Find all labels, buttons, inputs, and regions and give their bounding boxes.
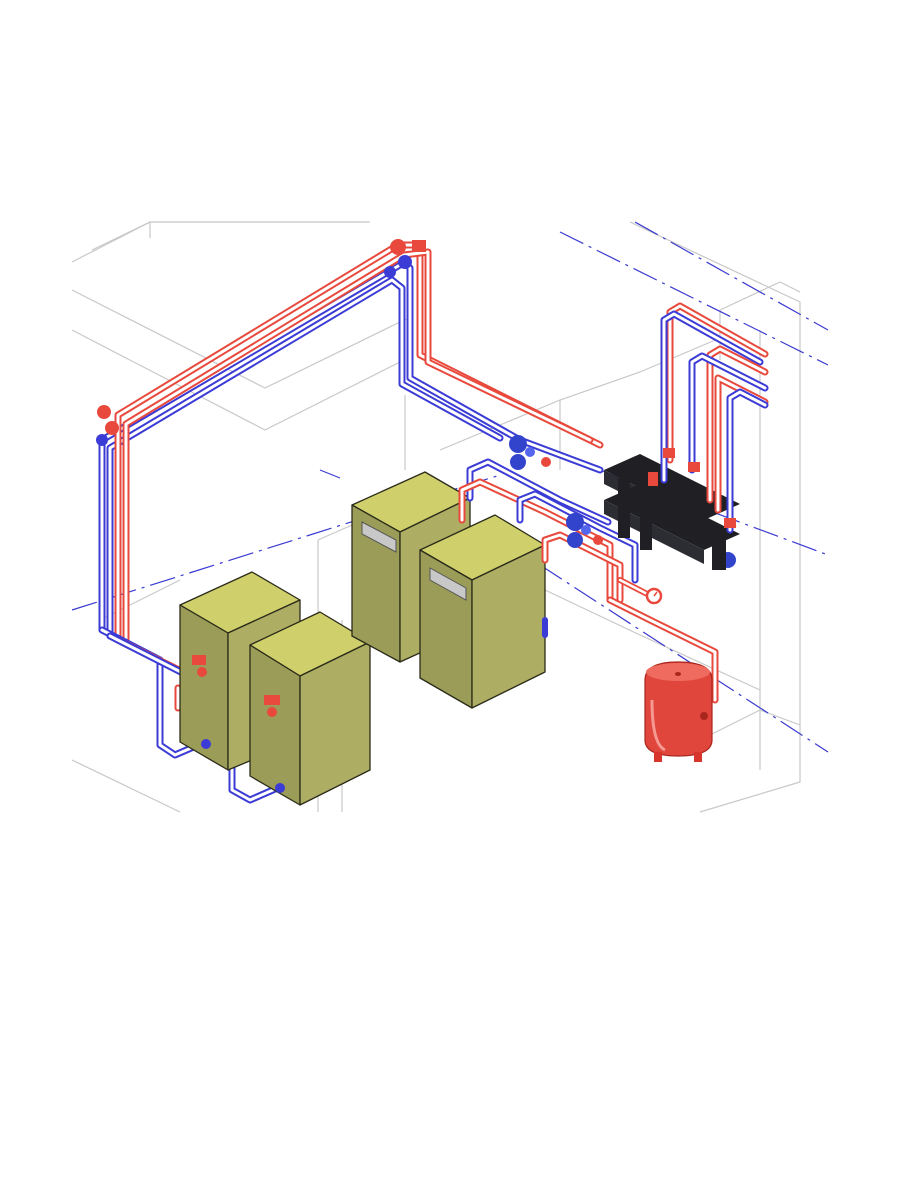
floor-boiler-right (419, 514, 546, 709)
wall-boiler-right (249, 611, 371, 806)
manifold-icon (604, 454, 740, 570)
gauge-icon (645, 587, 663, 605)
expansion-tank-icon (644, 661, 713, 762)
manifold-risers (660, 302, 769, 534)
top-elbows (96, 239, 426, 446)
expansion-line (606, 577, 719, 704)
wall-boiler-fittings (192, 655, 285, 793)
floor-boiler-piping (458, 458, 639, 638)
